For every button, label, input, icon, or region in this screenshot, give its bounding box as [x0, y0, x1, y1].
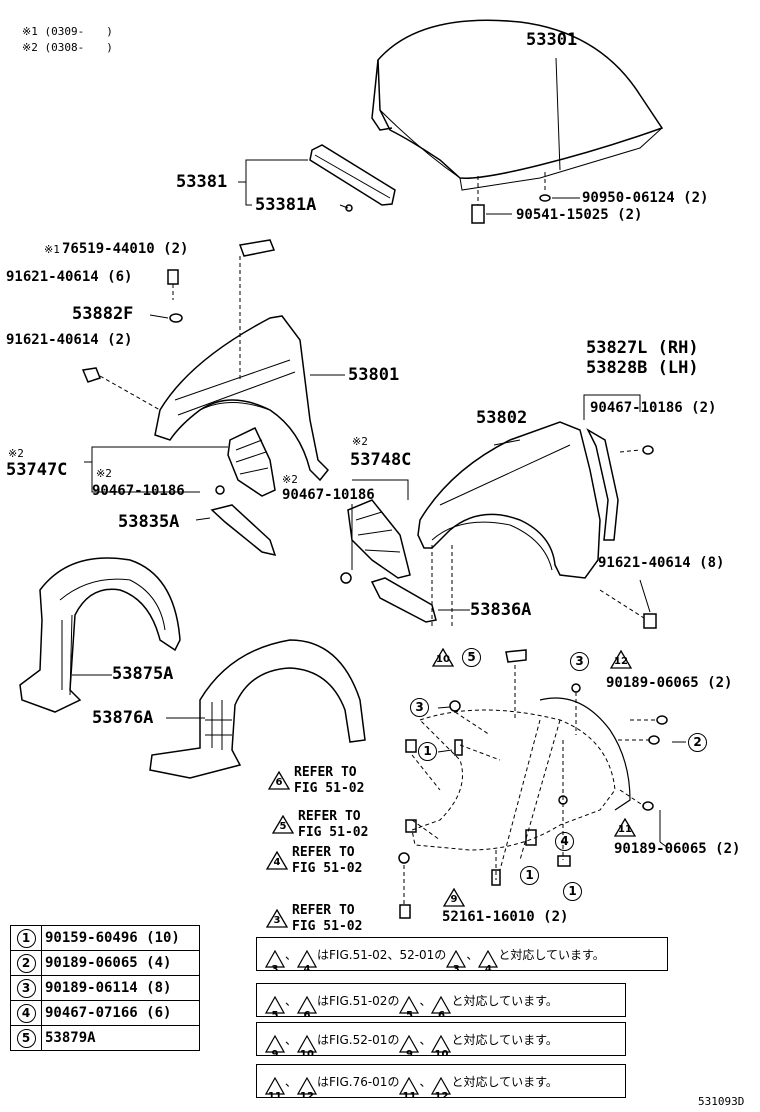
- circle-mark-1-left: 1: [418, 742, 437, 761]
- triangle-mark-9: 9: [442, 887, 466, 907]
- header-note-2: ※2 (0308- ): [22, 41, 113, 54]
- triangle-mark-12: 12: [609, 649, 633, 669]
- refer-5-line1: REFER TO: [298, 809, 361, 824]
- legend-num: 4: [16, 1003, 36, 1023]
- refer-3-line2: FIG 51-02: [292, 919, 363, 934]
- triangle-mark-11: 11: [613, 817, 637, 837]
- part-label-hood-stop-a: 90950-06124 (2): [582, 190, 709, 206]
- refer-6-line1: REFER TO: [294, 765, 357, 780]
- triangle-mark-5: 5: [271, 814, 295, 834]
- legend-num: 3: [16, 978, 36, 998]
- hood-outline: [377, 19, 664, 179]
- circle-mark-3-left: 3: [410, 698, 429, 717]
- part-label-seal-a: 53835A: [118, 512, 180, 532]
- legend-num: 5: [16, 1028, 36, 1048]
- legend-part: 53879A: [41, 1025, 200, 1051]
- part-label-screw-12: 90189-06065 (2): [606, 675, 733, 691]
- part-label-shield-c: 53747C: [6, 460, 68, 480]
- part-label-liner-b: 53876A: [92, 708, 154, 728]
- legend-num: 1: [16, 928, 36, 948]
- part-label-screw-11: 90189-06065 (2): [614, 841, 741, 857]
- note-mark-bracket: ※1: [44, 243, 60, 256]
- part-label-seal-rh: 53827L (RH): [586, 338, 699, 358]
- part-label-hood-support-a: 53381A: [255, 195, 317, 215]
- note-mark-shield-c: ※2: [8, 447, 24, 460]
- part-label-shield-c2: 53748C: [350, 450, 412, 470]
- part-label-rivet: 52161-16010 (2): [442, 909, 569, 925]
- liner-b-outline: [149, 639, 366, 779]
- triangle-mark-4: 4: [265, 850, 289, 870]
- legend-part: 90467-07166 (6): [41, 1000, 200, 1026]
- note-mark-clip-a: ※2: [96, 467, 112, 480]
- refer-6-line2: FIG 51-02: [294, 781, 365, 796]
- refer-3-line1: REFER TO: [292, 903, 355, 918]
- circle-mark-2: 2: [688, 733, 707, 752]
- refer-4-line1: REFER TO: [292, 845, 355, 860]
- fender-lh-outline: [417, 421, 601, 579]
- refer-4-line2: FIG 51-02: [292, 861, 363, 876]
- liner-a-outline: [19, 557, 181, 713]
- part-label-clip-b: 90467-10186: [282, 487, 375, 503]
- part-label-fender-rh: 53801: [348, 365, 400, 385]
- legend-part: 90189-06065 (4): [41, 950, 200, 976]
- refer-5-line2: FIG 51-02: [298, 825, 369, 840]
- note-mark-clip-b: ※2: [282, 473, 298, 486]
- circle-mark-4: 4: [555, 832, 574, 851]
- part-label-bolt-8: 91621-40614 (8): [598, 555, 725, 571]
- part-label-clip-2: 90467-10186 (2): [590, 400, 717, 416]
- circle-mark-5: 5: [462, 648, 481, 667]
- circle-mark-1-right: 1: [563, 882, 582, 901]
- part-label-clip-f: 53882F: [72, 304, 134, 324]
- note-mark-shield-c2: ※2: [352, 435, 368, 448]
- part-label-seal-b: 53836A: [470, 600, 532, 620]
- diagram-id: 531093D: [698, 1095, 745, 1108]
- part-label-fender-lh: 53802: [476, 408, 528, 428]
- part-label-bracket: 76519-44010 (2): [62, 241, 189, 257]
- part-label-hood: 53301: [526, 30, 578, 50]
- legend-part: 90159-60496 (10): [41, 925, 200, 951]
- triangle-mark-3: 3: [265, 908, 289, 928]
- part-label-bolt-6: 91621-40614 (6): [6, 269, 133, 285]
- circle-mark-3-top: 3: [570, 652, 589, 671]
- part-label-hood-stop-b: 90541-15025 (2): [516, 207, 643, 223]
- triangle-mark-6: 6: [267, 770, 291, 790]
- part-label-bolt-2: 91621-40614 (2): [6, 332, 133, 348]
- triangle-mark-10: 10: [431, 647, 455, 667]
- circle-mark-1-mid: 1: [520, 866, 539, 885]
- header-note-1: ※1 (0309- ): [22, 25, 113, 38]
- part-label-seal-lh: 53828B (LH): [586, 358, 699, 378]
- legend-num: 2: [16, 953, 36, 973]
- legend-part: 90189-06114 (8): [41, 975, 200, 1001]
- part-label-clip-a: 90467-10186: [92, 483, 185, 499]
- part-label-liner-a: 53875A: [112, 664, 174, 684]
- part-label-hood-support: 53381: [176, 172, 228, 192]
